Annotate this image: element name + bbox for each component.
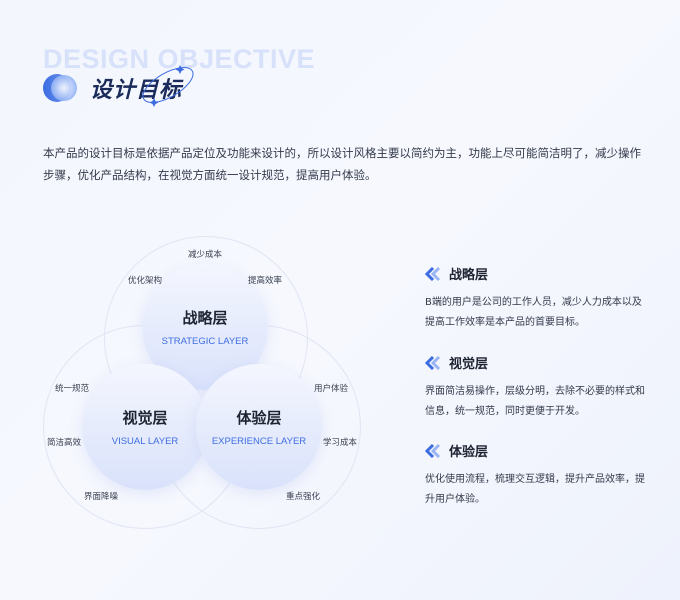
layer-title: 体验层 xyxy=(236,409,282,427)
orbit-decoration-icon xyxy=(142,65,194,107)
chevron-left-icon xyxy=(425,266,441,281)
section-title: 视觉层 xyxy=(449,357,489,372)
chevron-left-icon xyxy=(425,355,441,370)
section-strategic: 战略层 B端的用户是公司的工作人员，减少人力成本以及提高工作效率是本产品的首要目… xyxy=(425,264,645,333)
section-desc: 界面简洁易操作，层级分明，去除不必要的样式和信息，统一规范，同时更便于开发。 xyxy=(425,386,645,417)
section-title: 战略层 xyxy=(449,268,489,283)
layer-subtitle: VISUAL LAYER xyxy=(111,436,179,447)
intro-text: 本产品的设计目标是依据产品定位及功能来设计的，所以设计风格主要以简约为主，功能上… xyxy=(43,146,641,182)
tag: 用户体验 xyxy=(314,384,349,394)
page-title: 设计目标 xyxy=(90,78,183,103)
circle-visual-layer: 视觉层 VISUAL LAYER xyxy=(82,364,208,490)
section-desc: B端的用户是公司的工作人员，减少人力成本以及提高工作效率是本产品的首要目标。 xyxy=(425,297,642,328)
tag: 统一规范 xyxy=(55,384,90,394)
tag: 界面降噪 xyxy=(84,492,119,502)
layer-subtitle: EXPERIENCE LAYER xyxy=(211,436,307,447)
tag: 优化架构 xyxy=(128,276,163,286)
section-visual: 视觉层 界面简洁易操作，层级分明，去除不必要的样式和信息，统一规范，同时更便于开… xyxy=(425,353,645,422)
section-title: 体验层 xyxy=(449,445,489,460)
layer-title: 战略层 xyxy=(182,309,228,327)
chevron-left-icon xyxy=(425,443,441,458)
tag: 简洁高效 xyxy=(47,438,82,448)
layer-title: 视觉层 xyxy=(122,409,168,427)
layer-subtitle: STRATEGIC LAYER xyxy=(161,336,249,347)
tag: 提高效率 xyxy=(248,276,283,286)
tag: 学习成本 xyxy=(323,438,358,448)
section-experience: 体验层 优化使用流程，梳理交互逻辑，提升产品效率，提升用户体验。 xyxy=(425,441,645,510)
section-desc: 优化使用流程，梳理交互逻辑，提升产品效率，提升用户体验。 xyxy=(425,474,645,505)
circle-experience-layer: 体验层 EXPERIENCE LAYER xyxy=(196,364,322,490)
tag: 重点强化 xyxy=(286,492,321,502)
logo-icon xyxy=(43,74,77,102)
tag: 减少成本 xyxy=(188,250,223,260)
